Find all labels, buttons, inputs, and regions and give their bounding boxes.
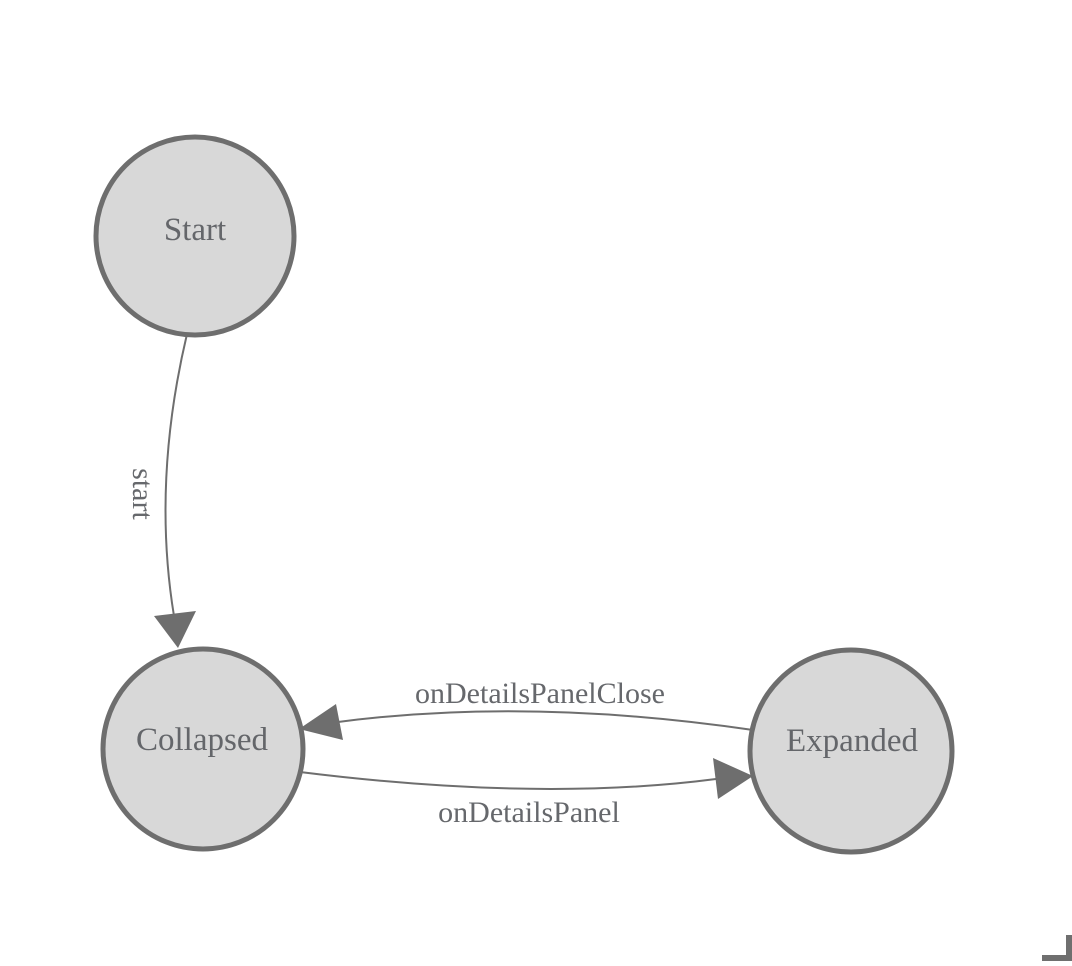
node-start[interactable]: Start xyxy=(93,134,297,338)
edge-ondetailspanel-path xyxy=(299,771,717,790)
node-collapsed-label: Collapsed xyxy=(136,722,268,758)
node-expanded-label: Expanded xyxy=(786,723,918,759)
arrowhead-left-icon xyxy=(299,704,343,740)
node-expanded-circle[interactable] xyxy=(747,647,955,855)
arrowhead-down-icon xyxy=(154,611,196,648)
edge-ondetailspanel-label: onDetailsPanel xyxy=(438,796,620,829)
edge-ondetailspanelclose: onDetailsPanelClose xyxy=(299,677,754,740)
edge-start: start xyxy=(126,333,196,648)
arrowhead-right-icon xyxy=(713,758,753,799)
edge-ondetailspanelclose-path xyxy=(337,710,754,731)
node-start-circle[interactable] xyxy=(93,134,297,338)
edge-ondetailspanel: onDetailsPanel xyxy=(299,758,753,829)
edge-start-label: start xyxy=(126,468,159,520)
edge-ondetailspanelclose-label: onDetailsPanelClose xyxy=(415,677,665,710)
resize-corner-icon[interactable] xyxy=(1042,935,1072,961)
node-collapsed[interactable]: Collapsed xyxy=(100,646,306,852)
edge-start-path xyxy=(164,333,188,617)
node-start-label: Start xyxy=(164,212,226,248)
node-expanded[interactable]: Expanded xyxy=(747,647,955,855)
node-collapsed-circle[interactable] xyxy=(100,646,306,852)
